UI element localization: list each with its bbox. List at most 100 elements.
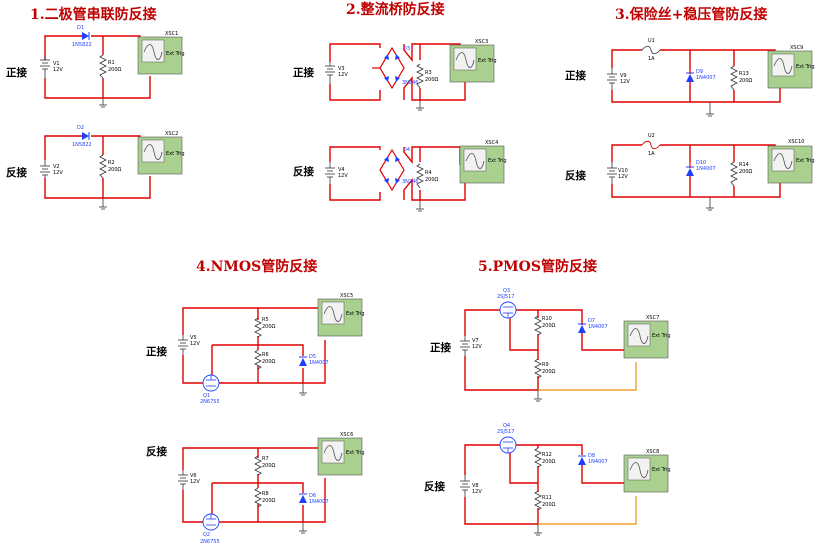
r-bot-value: 200Ω — [542, 502, 556, 508]
diode-name: D2 — [77, 125, 84, 131]
source-name: V2 — [53, 164, 60, 170]
resistor-icon — [534, 447, 542, 468]
resistor-value: 200Ω — [425, 177, 439, 183]
r-top-value: 200Ω — [262, 324, 276, 330]
side-label: 反接 — [293, 165, 314, 178]
diode-icon — [82, 32, 90, 40]
ground-icon — [534, 524, 542, 536]
pmos-transistor-icon — [499, 301, 517, 319]
bridge-model: 3N246 — [402, 80, 418, 86]
resistor-value: 200Ω — [108, 67, 122, 73]
source-value: 12V — [53, 170, 63, 176]
r-mid-name: R8 — [262, 491, 269, 497]
r-bot-name: R11 — [542, 495, 552, 501]
bridge-name: D3 — [403, 46, 410, 52]
diode-model: 1N4007 — [588, 459, 608, 465]
side-label: 正接 — [430, 341, 451, 354]
scope-name: XSC2 — [165, 131, 178, 137]
diode-name: D8 — [588, 453, 595, 459]
zener-diode-icon — [686, 70, 694, 82]
mos-name: Q1 — [203, 393, 210, 399]
oscilloscope-icon: Ext Trig — [623, 454, 671, 493]
source-value: 12V — [618, 174, 628, 180]
source-name: V1 — [53, 61, 60, 67]
scope-name: XSC8 — [646, 449, 659, 455]
resistor-icon — [99, 154, 107, 179]
resistor-icon — [534, 315, 542, 336]
section3-reverse-circuit: 反接 V10 12V U2 1A D10 1N4007 R14 200Ω Ext… — [565, 133, 815, 211]
r-top-value: 200Ω — [542, 459, 556, 465]
source-name: V3 — [338, 66, 345, 72]
diode-name: D7 — [588, 318, 595, 324]
source-value: 12V — [190, 341, 200, 347]
section2-forward-circuit: 正接 V3 12V D3 3N246 R3 200Ω Ext Trig X — [293, 39, 497, 111]
battery-icon — [40, 160, 50, 178]
svg-text:Ext Trig: Ext Trig — [652, 333, 671, 339]
diode-model: 1N4007 — [696, 75, 716, 81]
section1-title: 1.二极管串联防反接 — [30, 6, 157, 23]
source-name: V5 — [190, 335, 197, 341]
source-name: V8 — [472, 483, 479, 489]
mos-name: Q3 — [503, 288, 510, 294]
battery-icon — [460, 336, 470, 356]
ground-icon — [706, 197, 714, 211]
ground-icon — [534, 390, 542, 402]
source-name: V10 — [618, 168, 628, 174]
pmos-transistor-icon — [499, 436, 517, 454]
diode-model: 1N5822 — [72, 42, 92, 48]
mos-name: Q2 — [203, 532, 210, 538]
battery-icon — [325, 162, 335, 184]
resistor-name: R4 — [425, 170, 432, 176]
source-value: 12V — [620, 79, 630, 85]
fuse-value: 1A — [648, 151, 655, 157]
side-label: 反接 — [146, 445, 167, 458]
ground-icon — [706, 102, 714, 117]
fuse-value: 1A — [648, 56, 655, 62]
section4-forward-circuit: 正接 V5 12V R5 200Ω R6 200Ω D5 1N4007 Q1 2… — [146, 293, 365, 405]
oscilloscope-icon: Ext Trig — [459, 145, 507, 184]
ground-icon — [99, 98, 107, 108]
resistor-value: 200Ω — [739, 78, 753, 84]
section3-title: 3.保险丝+稳压管防反接 — [615, 6, 767, 23]
source-value: 12V — [338, 72, 348, 78]
resistor-icon — [254, 317, 262, 338]
svg-text:Ext Trig: Ext Trig — [166, 151, 185, 157]
resistor-icon — [99, 54, 107, 79]
scope-name: XSC9 — [790, 45, 803, 51]
ground-icon — [416, 100, 424, 111]
diode-icon — [299, 356, 307, 366]
section5-forward-circuit: 正接 V7 12V Q3 2SJ517 R10 200Ω R9 200Ω D7 … — [430, 288, 671, 402]
svg-text:Ext Trig: Ext Trig — [796, 64, 815, 70]
ground-icon — [299, 383, 307, 396]
mos-model: 2SJ517 — [497, 294, 514, 300]
svg-text:Ext Trig: Ext Trig — [488, 158, 507, 164]
side-label: 反接 — [565, 169, 586, 182]
diode-icon — [578, 323, 586, 333]
side-label: 反接 — [6, 166, 27, 179]
oscilloscope-icon: Ext Trig — [767, 50, 815, 89]
ground-icon — [99, 198, 107, 210]
r-mid-value: 200Ω — [262, 498, 276, 504]
resistor-name: R13 — [739, 71, 749, 77]
resistor-icon — [254, 455, 262, 476]
diode-name: D9 — [696, 69, 703, 75]
resistor-value: 200Ω — [108, 167, 122, 173]
source-name: V6 — [190, 473, 197, 479]
svg-text:Ext Trig: Ext Trig — [478, 58, 497, 64]
bridge-rectifier-icon — [379, 148, 405, 192]
oscilloscope-icon: Ext Trig — [317, 437, 365, 476]
r-mid-name: R6 — [262, 352, 269, 358]
diode-icon — [578, 455, 586, 465]
resistor-icon — [254, 349, 262, 370]
fuse-icon — [641, 140, 661, 150]
r-top-name: R5 — [262, 317, 269, 323]
section1-forward-circuit: 正接 V1 12V D1 1N5822 R1 200Ω Ext Trig XSC… — [6, 25, 185, 108]
resistor-name: R2 — [108, 160, 115, 166]
diode-name: D6 — [309, 493, 316, 499]
scope-name: XSC7 — [646, 315, 659, 321]
section5-reverse-circuit: 反接 V8 12V Q4 2SJ517 R12 200Ω R11 200Ω D8… — [424, 423, 671, 536]
battery-icon — [40, 57, 50, 78]
resistor-name: R3 — [425, 70, 432, 76]
r-top-name: R7 — [262, 456, 269, 462]
